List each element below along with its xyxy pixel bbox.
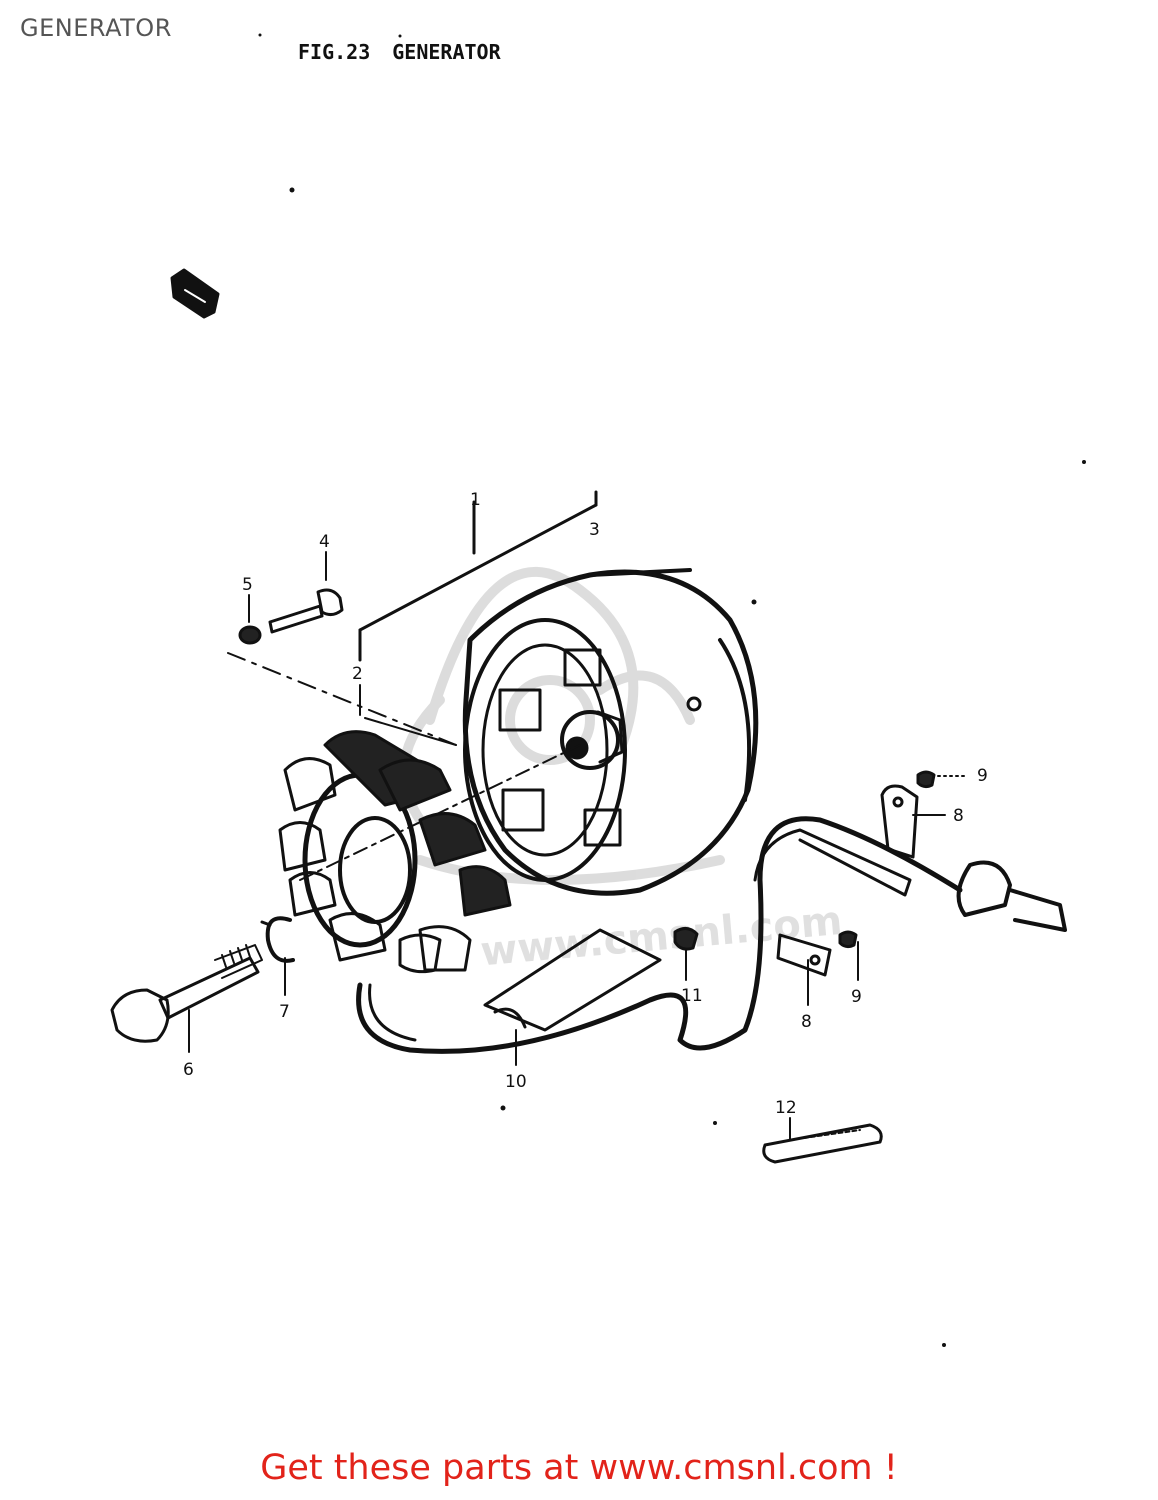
callout-2: 2 [352,664,363,684]
figure-name: GENERATOR [392,40,501,64]
figure-title: FIG.23 GENERATOR [298,40,501,64]
clamp-8-lower [776,933,832,977]
lead-wire-harness [356,816,1067,1054]
rotor-flywheel [462,568,759,896]
band-12 [762,1123,883,1164]
clamp-8-upper [880,784,919,859]
screw-9-lower [838,930,858,949]
washer-5 [238,625,262,645]
clamp-10 [483,928,662,1032]
callout-9-lower: 9 [851,987,862,1007]
callout-8-upper: 8 [953,806,964,826]
callout-10: 10 [505,1072,527,1092]
callout-9-upper: 9 [977,766,988,786]
get-parts-link[interactable]: Get these parts at www.cmsnl.com ! [260,1448,898,1488]
front-direction-arrow [170,268,220,319]
callout-6: 6 [183,1060,194,1080]
generator-exploded-diagram: www.cmsnl.com [110,33,1086,1347]
figure-number: FIG.23 [298,40,371,64]
bolt-4 [268,588,344,634]
callout-3: 3 [589,520,600,540]
page-label: GENERATOR [20,14,172,42]
callout-12: 12 [775,1098,797,1118]
circlip-7 [260,916,295,963]
screw-11 [673,927,699,951]
callout-4: 4 [319,532,330,552]
bolt-6 [110,944,263,1043]
callout-5: 5 [242,575,253,595]
callout-1: 1 [470,490,481,510]
callout-8-lower: 8 [801,1012,812,1032]
callout-11: 11 [681,986,703,1006]
stator [278,730,512,972]
screw-9-upper [916,770,936,789]
callout-7: 7 [279,1002,290,1022]
